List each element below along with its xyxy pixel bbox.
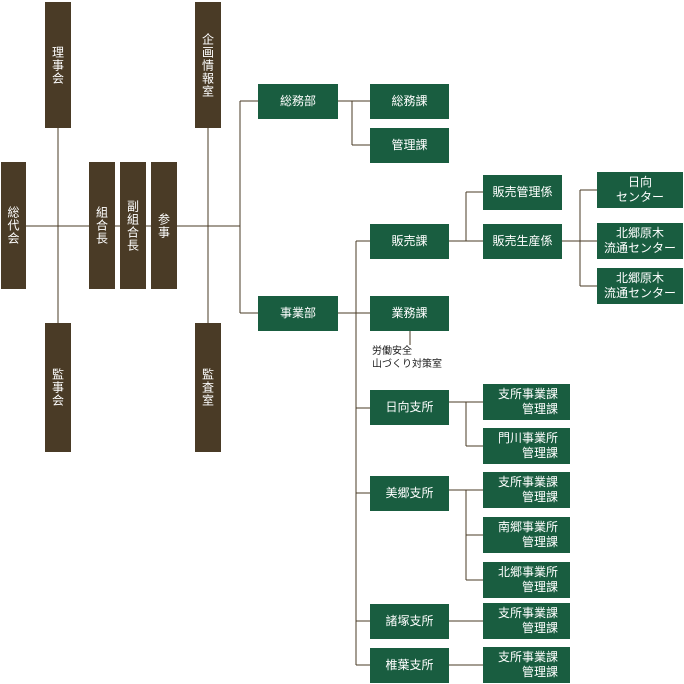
soudaikai-box: 総代会 <box>1 162 26 289</box>
morotsuka-shisho-box: 諸塚支所 <box>370 604 449 639</box>
kitago-jigyo-box: 北郷事業所 管理課 <box>483 562 570 598</box>
jigyobu-box: 事業部 <box>258 296 338 331</box>
shiiba-shisho-box: 椎葉支所 <box>370 648 449 683</box>
kumiaicho-box: 組合長 <box>89 162 115 289</box>
somuka-box: 総務課 <box>370 84 449 119</box>
rodo-anzen-label: 労働安全 山づくり対策室 <box>372 346 442 370</box>
sanji-box: 参事 <box>151 162 177 289</box>
kikaku-box: 企画情報室 <box>195 2 221 128</box>
hyuga-shisho-box: 日向支所 <box>370 390 449 425</box>
nango-jigyo-box: 南郷事業所 管理課 <box>483 517 570 553</box>
morotsuka-jigyo-box: 支所事業課 管理課 <box>483 603 570 639</box>
shiiba-jigyo-box: 支所事業課 管理課 <box>483 647 570 683</box>
misato-shisho-box: 美郷支所 <box>370 476 449 511</box>
hanbaika-box: 販売課 <box>370 224 449 259</box>
hanbai-kanri-box: 販売管理係 <box>483 175 562 210</box>
gyomuka-box: 業務課 <box>370 296 449 331</box>
kanrika-box: 管理課 <box>370 128 449 163</box>
rijikai-box: 理事会 <box>45 2 71 128</box>
misato-jigyo-box: 支所事業課 管理課 <box>483 472 570 508</box>
kansa-box: 監査室 <box>195 323 221 452</box>
kadokawa-jigyo-box: 門川事業所 管理課 <box>483 428 570 464</box>
kanjikai-box: 監事会 <box>45 323 71 452</box>
hyuga-center-box: 日向 センター <box>597 172 683 208</box>
hyuga-jigyo-box: 支所事業課 管理課 <box>483 384 570 420</box>
fukukumiaicho-box: 副組合長 <box>120 162 146 289</box>
kitago-center1-box: 北郷原木 流通センター <box>597 223 683 259</box>
hanbai-seisan-box: 販売生産係 <box>483 224 562 259</box>
kitago-center2-box: 北郷原木 流通センター <box>597 268 683 304</box>
somubu-box: 総務部 <box>258 84 338 119</box>
